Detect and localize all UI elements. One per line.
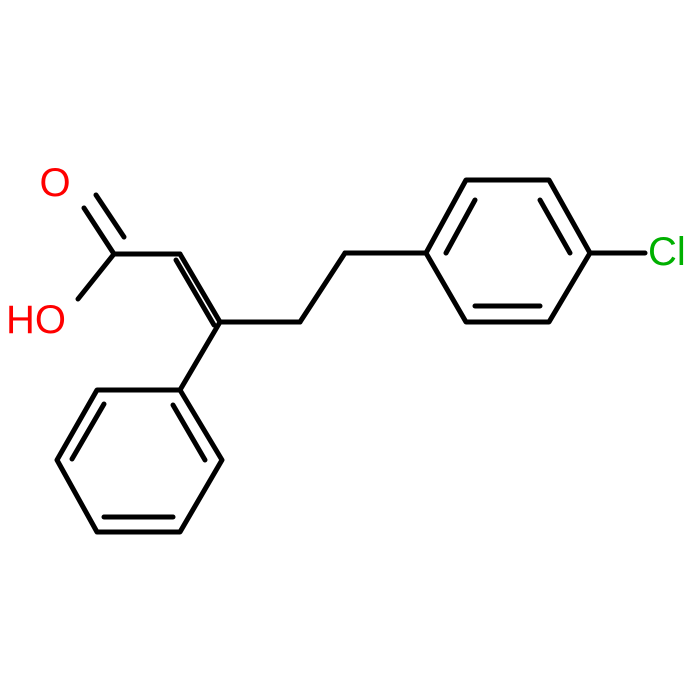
bond-c2-c3-inner xyxy=(173,257,217,328)
bond-c3-phenyl xyxy=(177,319,223,393)
atom-labels: O HO Cl xyxy=(6,161,686,342)
bond-c2-c3-outer xyxy=(177,251,223,325)
bond-lines xyxy=(54,177,648,535)
atom-label-carbonyl-oxygen: O xyxy=(39,161,70,205)
phenyl-inner-bond-1 xyxy=(69,401,107,462)
bond-carboxyl-c-o-double-outer xyxy=(81,205,117,257)
chlorophenyl-inner-bond-2 xyxy=(537,197,573,256)
phenyl-inner-bond-3 xyxy=(170,402,208,463)
chlorophenyl-inner-bond-1 xyxy=(443,197,478,256)
bond-carboxyl-c-oh xyxy=(75,251,117,302)
phenyl-ring xyxy=(54,387,225,535)
bond-c4-c5 xyxy=(297,250,348,325)
chlorophenyl-ring xyxy=(423,177,593,325)
atom-label-hydroxyl: HO xyxy=(6,298,66,342)
atom-label-chlorine: Cl xyxy=(648,230,686,274)
bond-carboxyl-c-o-double-inner xyxy=(93,192,127,240)
